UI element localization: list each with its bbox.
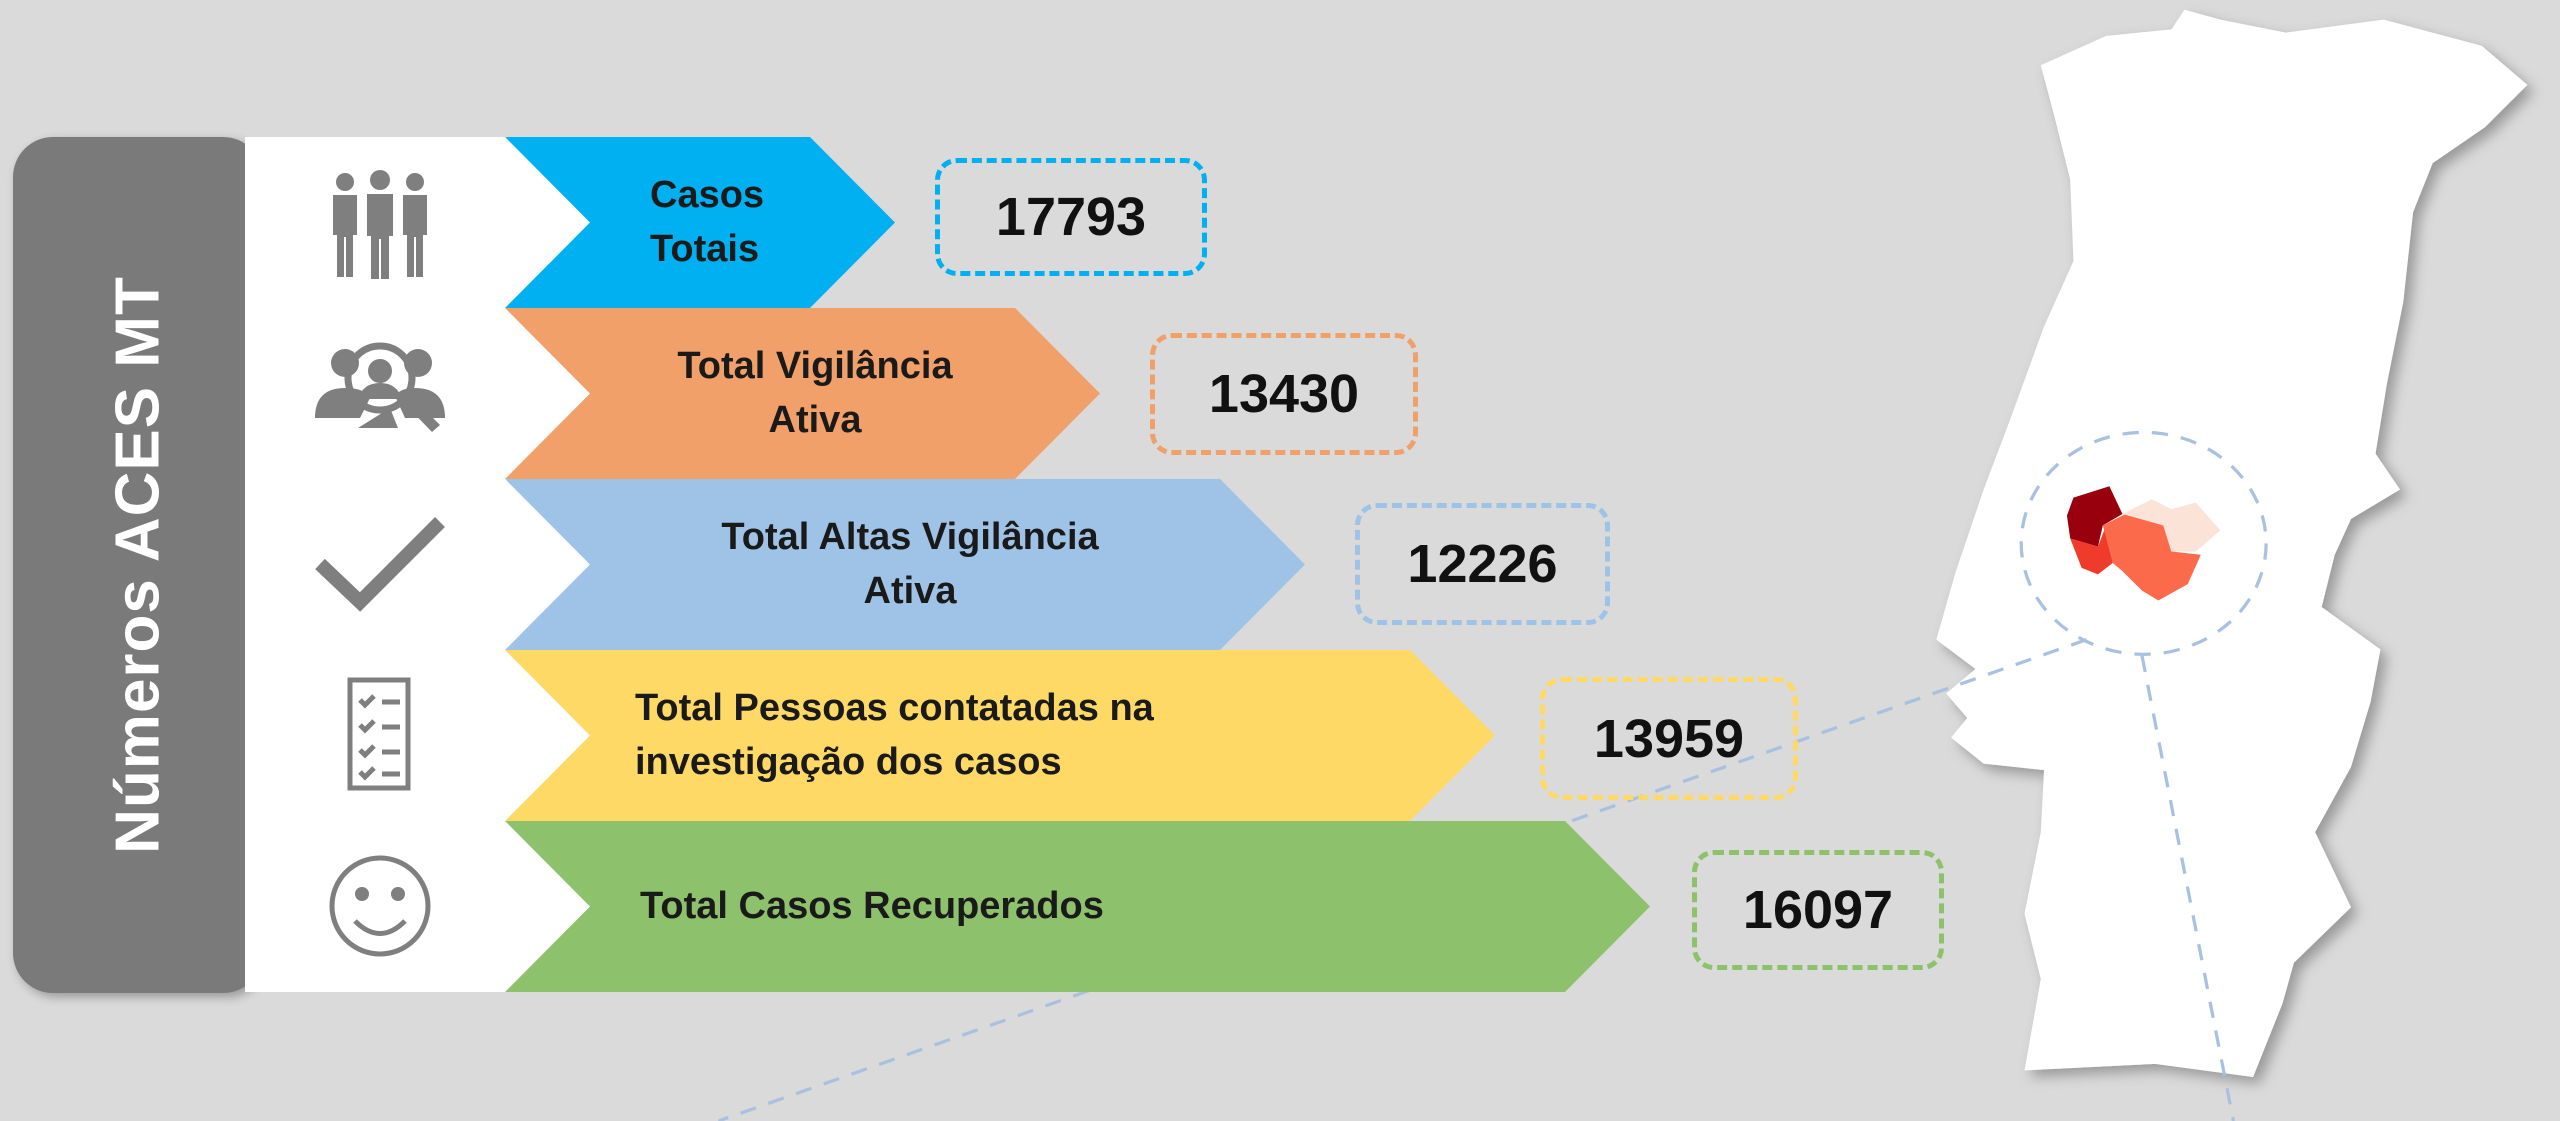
metric-label-line: Totais bbox=[650, 227, 760, 270]
metric-value: 12226 bbox=[1355, 503, 1610, 625]
search-people-icon bbox=[300, 333, 460, 453]
metric-value: 13959 bbox=[1540, 677, 1798, 800]
connector-line bbox=[717, 638, 2088, 1121]
metric-label: Total Pessoas contatadas na investigação … bbox=[635, 650, 1395, 821]
portugal-outline bbox=[1936, 9, 2528, 1077]
metric-label-line: Ativa bbox=[863, 569, 957, 612]
metric-value: 17793 bbox=[935, 158, 1207, 276]
metric-label-line: investigação dos casos bbox=[635, 740, 1062, 783]
icon-tab bbox=[245, 821, 590, 992]
icon-tab bbox=[245, 650, 590, 821]
metric-arrow bbox=[505, 479, 1305, 650]
metric-label-line: Total Casos Recuperados bbox=[640, 884, 1104, 927]
metric-arrow bbox=[505, 308, 1100, 479]
metric-label: Total Casos Recuperados bbox=[640, 821, 1440, 992]
metric-value: 13430 bbox=[1150, 333, 1418, 455]
region-pale bbox=[2122, 499, 2221, 552]
metric-label-line: Total Vigilância bbox=[677, 345, 953, 388]
checklist-icon bbox=[300, 675, 460, 795]
metric-label-line: Total Altas Vigilância bbox=[721, 516, 1099, 559]
metric-label-line: Ativa bbox=[768, 398, 862, 441]
metric-label-line: Total Pessoas contatadas na bbox=[635, 687, 1154, 730]
smiley-icon bbox=[300, 846, 460, 966]
metric-arrow bbox=[505, 821, 1650, 992]
metric-arrow bbox=[505, 650, 1495, 821]
region-dark bbox=[2066, 486, 2123, 547]
metric-value: 16097 bbox=[1692, 850, 1944, 970]
icon-tab bbox=[245, 479, 590, 650]
people-group-icon bbox=[300, 162, 460, 282]
zoom-circle bbox=[2019, 430, 2268, 656]
connector-line bbox=[2140, 655, 2236, 1121]
checkmark-icon bbox=[300, 504, 460, 624]
sidebar-panel: Números ACES MT bbox=[13, 137, 263, 993]
region-light bbox=[2102, 513, 2201, 601]
region-mid bbox=[2070, 525, 2113, 575]
metric-label-line: Casos bbox=[650, 174, 765, 217]
sidebar-title: Números ACES MT bbox=[103, 276, 173, 854]
